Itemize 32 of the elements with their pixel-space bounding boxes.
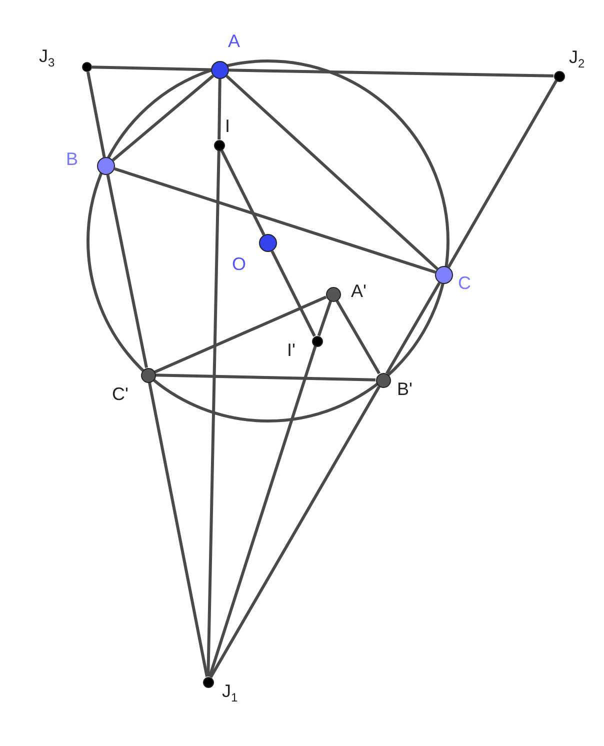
point-label: J$_{1}$ <box>222 680 238 707</box>
point-label: I <box>225 115 230 137</box>
point-label: J$_{2}$ <box>569 46 585 73</box>
point-label: C <box>458 272 471 294</box>
line-segment <box>208 346 317 678</box>
line-segment <box>218 78 222 140</box>
line-segment <box>112 74 214 162</box>
line-segment <box>92 66 212 72</box>
line-segment <box>86 72 106 158</box>
line-segment <box>317 300 332 336</box>
line-segment <box>148 382 208 677</box>
point-label: A <box>228 30 240 52</box>
line-segment <box>114 167 436 274</box>
line-segment <box>228 68 554 78</box>
point-label: A' <box>351 280 366 302</box>
line-segment <box>106 174 148 368</box>
line-segment <box>220 149 266 236</box>
line-segment <box>155 374 376 382</box>
line-segment <box>335 300 381 374</box>
point-label: B <box>66 148 78 170</box>
point-label: C' <box>112 383 128 405</box>
line-segment <box>154 296 327 374</box>
point-label: B' <box>397 378 412 400</box>
line-segment <box>385 282 441 374</box>
line-segment <box>206 150 220 677</box>
line-segment <box>209 386 381 678</box>
line-segment <box>447 80 558 268</box>
point-label: J$_{3}$ <box>39 45 55 72</box>
point-label: I' <box>287 339 296 361</box>
point-label: O <box>232 253 246 275</box>
line-segment <box>226 74 438 270</box>
line-segment <box>270 250 316 337</box>
